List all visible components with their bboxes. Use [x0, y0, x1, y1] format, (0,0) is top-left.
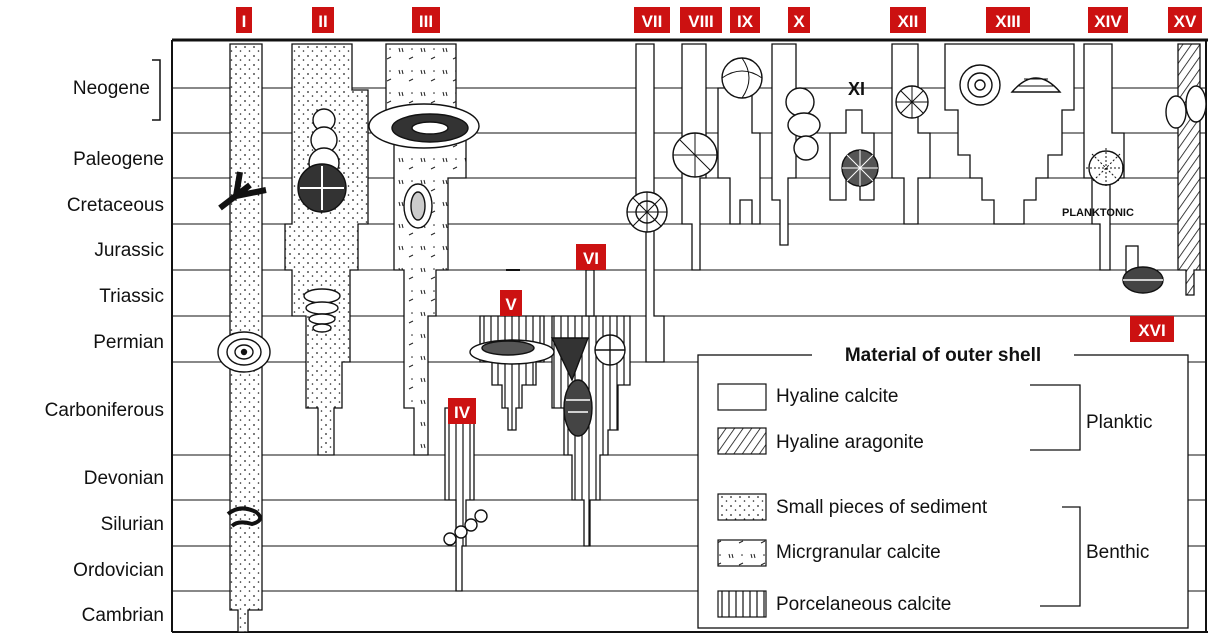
lineage-badge-XII: XII — [890, 7, 926, 33]
lineage-badge-II: II — [312, 7, 334, 33]
lineage-badge-VI: VI — [576, 244, 606, 270]
lineage-badge-IV: IV — [448, 398, 476, 424]
hyaline-aragonite-swatch — [718, 428, 766, 454]
legend-item-hyaline-calcite: Hyaline calcite — [718, 384, 899, 410]
svg-text:VI: VI — [583, 249, 599, 268]
legend-item-small-pieces-of-sediment: Small pieces of sediment — [718, 494, 988, 520]
period-paleogene: Paleogene — [73, 149, 164, 170]
sediment-swatch — [718, 494, 766, 520]
svg-text:XII: XII — [898, 12, 919, 31]
period-ordovician: Ordovician — [73, 560, 164, 581]
legend-label-hyaline-aragonite: Hyaline aragonite — [776, 432, 924, 453]
legend-item-microgranular-calcite: Micrgranular calcite — [718, 540, 941, 566]
svg-text:X: X — [793, 12, 805, 31]
period-carboniferous: Carboniferous — [45, 400, 164, 421]
legend-title: Material of outer shell — [845, 345, 1041, 366]
lineage-badge-III: III — [412, 7, 440, 33]
ovoid-fossil-icon — [404, 184, 432, 228]
period-cretaceous: Cretaceous — [67, 195, 164, 216]
lineage-XI-label: XI — [848, 79, 865, 99]
lineage-badge-XIV: XIV — [1088, 7, 1128, 33]
legend-group-benthic: Benthic — [1086, 542, 1149, 563]
globular-fossil-icon — [722, 58, 762, 98]
lineage-badge-XV: XV — [1168, 7, 1202, 33]
legend-label-sediment: Small pieces of sediment — [776, 497, 988, 518]
period-jurassic: Jurassic — [94, 240, 164, 261]
svg-text:XVI: XVI — [1138, 321, 1165, 340]
legend-label-porcelaneous: Porcelaneous calcite — [776, 594, 951, 615]
rosette-fossil-icon — [896, 86, 928, 118]
svg-text:IV: IV — [454, 403, 471, 422]
lineage-IV-column — [445, 408, 474, 591]
svg-text:VIII: VIII — [688, 12, 714, 31]
planktonic-label: PLANKTONIC — [1062, 207, 1134, 219]
period-labels: Neogene Paleogene Cretaceous Jurassic Tr… — [45, 78, 164, 626]
legend-item-hyaline-aragonite: Hyaline aragonite — [718, 428, 924, 454]
lineage-XV-column — [1178, 44, 1200, 295]
lineage-badge-IX: IX — [730, 7, 760, 33]
period-devonian: Devonian — [84, 468, 164, 489]
svg-text:XV: XV — [1174, 12, 1197, 31]
lineage-II-column — [285, 44, 368, 455]
neogene-bracket — [152, 60, 160, 120]
fusiform-fossil-icon — [369, 104, 479, 148]
period-silurian: Silurian — [101, 514, 164, 535]
planispiral-fossil-icon — [627, 192, 667, 232]
svg-text:V: V — [505, 295, 517, 314]
spindle-fossil-icon — [564, 380, 592, 436]
svg-text:IX: IX — [737, 12, 754, 31]
lens-fossil-icon — [1123, 267, 1163, 293]
lineage-badge-XVI: XVI — [1130, 316, 1174, 342]
svg-text:II: II — [318, 12, 327, 31]
legend-label-hyaline-calcite: Hyaline calcite — [776, 386, 899, 407]
microgranular-swatch — [718, 540, 766, 566]
spiny-fossil-icon — [1086, 148, 1126, 188]
lineage-badge-V: V — [500, 290, 522, 316]
lineage-badge-I: I — [236, 7, 252, 33]
lineage-badge-XIII: XIII — [986, 7, 1030, 33]
lineage-badge-X: X — [788, 7, 810, 33]
svg-text:III: III — [419, 12, 433, 31]
porcelaneous-swatch — [718, 591, 766, 617]
svg-text:I: I — [242, 12, 247, 31]
hyaline-calcite-swatch — [718, 384, 766, 410]
period-neogene: Neogene — [73, 78, 150, 99]
legend-box: Material of outer shell Hyaline calcite … — [698, 338, 1188, 628]
lineage-VII-XIV-columns — [636, 44, 1138, 362]
radial-fossil-icon — [842, 150, 878, 186]
svg-text:XIII: XIII — [995, 12, 1021, 31]
lineage-badge-VIII: VIII — [680, 7, 722, 33]
period-cambrian: Cambrian — [82, 605, 164, 626]
legend-label-microgranular: Micrgranular calcite — [776, 542, 941, 563]
svg-text:XIV: XIV — [1094, 12, 1122, 31]
lineage-badge-VII: VII — [634, 7, 670, 33]
legend-group-planktic: Planktic — [1086, 412, 1153, 433]
flat-fossil-icon — [470, 340, 554, 364]
disc-fossil-icon — [960, 65, 1000, 105]
period-triassic: Triassic — [99, 286, 164, 307]
legend-item-porcelaneous-calcite: Porcelaneous calcite — [718, 591, 951, 617]
coiled-fossil-icon — [218, 332, 270, 372]
trochospiral-fossil-icon — [673, 133, 717, 177]
svg-text:VII: VII — [642, 12, 663, 31]
period-permian: Permian — [93, 332, 164, 353]
